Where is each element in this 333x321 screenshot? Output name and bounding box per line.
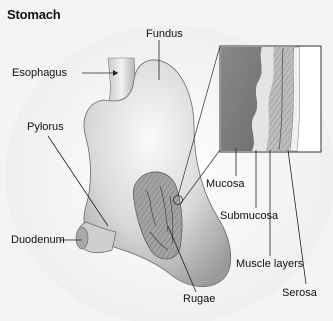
label-serosa: Serosa — [282, 287, 317, 299]
label-mucosa: Mucosa — [206, 178, 245, 190]
label-muscle-layers: Muscle layers — [236, 258, 303, 270]
diagram-title: Stomach — [7, 7, 61, 22]
label-esophagus: Esophagus — [12, 67, 67, 79]
duodenum-opening — [76, 227, 88, 249]
label-fundus: Fundus — [146, 28, 183, 40]
label-rugae: Rugae — [183, 293, 215, 305]
wall-layers-inset — [220, 46, 321, 152]
label-pylorus: Pylorus — [27, 121, 64, 133]
label-duodenum: Duodenum — [11, 234, 65, 246]
label-submucosa: Submucosa — [220, 210, 278, 222]
